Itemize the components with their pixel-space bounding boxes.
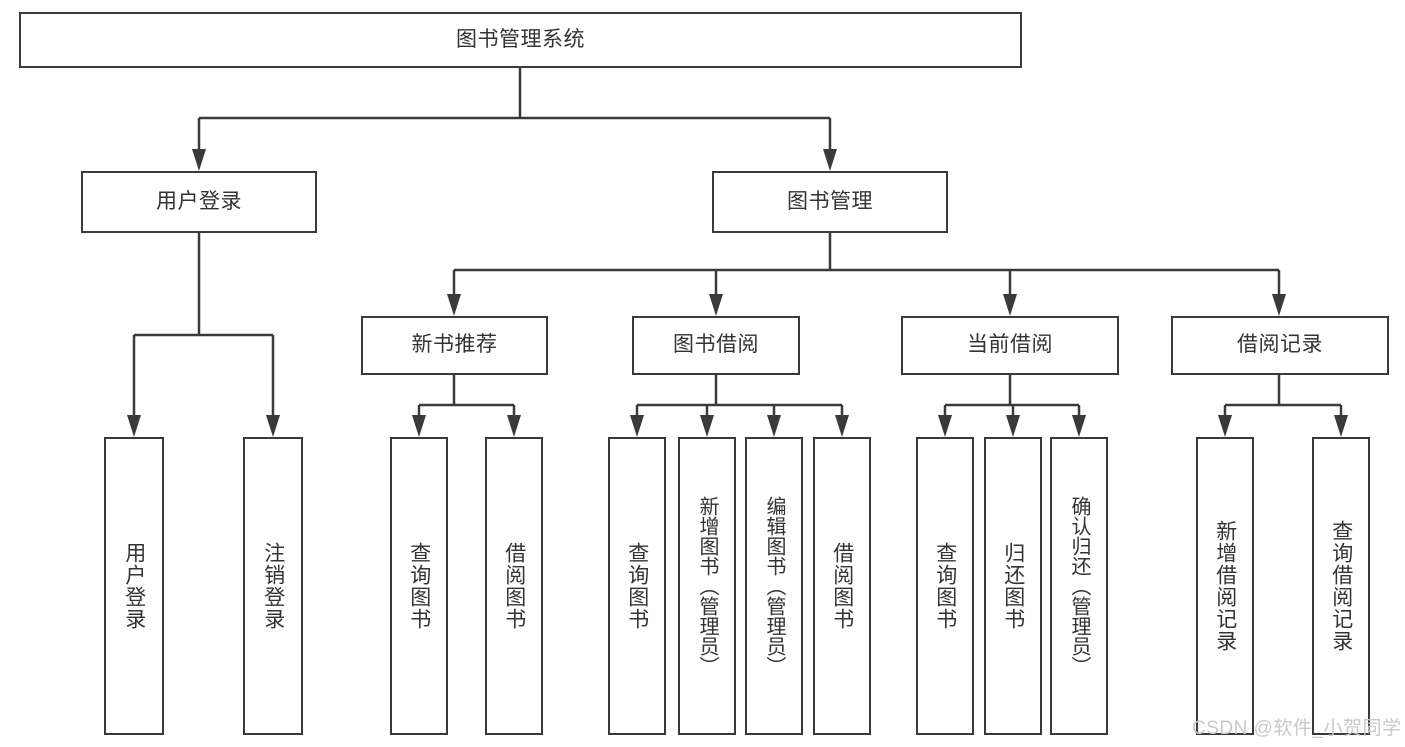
node-leaf-9-label: 归还图书 [1001, 542, 1025, 630]
node-leaf-4[interactable]: 查询图书 [608, 437, 666, 735]
node-level2-0[interactable]: 新书推荐 [361, 316, 548, 375]
node-leaf-3[interactable]: 借阅图书 [485, 437, 543, 735]
node-level2-3-label: 借阅记录 [1237, 333, 1323, 357]
node-leaf-1[interactable]: 注销登录 [243, 437, 303, 735]
node-leaf-0-label: 用户登录 [122, 542, 146, 630]
node-level1-0-label: 用户登录 [156, 189, 242, 213]
node-leaf-5[interactable]: 新增图书（管理员） [678, 437, 736, 735]
node-leaf-7[interactable]: 借阅图书 [813, 437, 871, 735]
node-leaf-10[interactable]: 确认归还（管理员） [1050, 437, 1108, 735]
node-root-title[interactable]: 图书管理系统 [19, 12, 1022, 68]
node-leaf-3-label: 借阅图书 [502, 542, 526, 630]
node-leaf-9[interactable]: 归还图书 [984, 437, 1042, 735]
node-leaf-1-label: 注销登录 [261, 542, 285, 630]
node-leaf-8-label: 查询图书 [933, 542, 957, 630]
node-level1-1[interactable]: 图书管理 [712, 171, 948, 233]
node-leaf-12[interactable]: 查询借阅记录 [1312, 437, 1370, 735]
node-leaf-12-label: 查询借阅记录 [1329, 520, 1353, 652]
node-leaf-0[interactable]: 用户登录 [104, 437, 164, 735]
node-root-title-label: 图书管理系统 [456, 27, 585, 51]
node-leaf-2[interactable]: 查询图书 [390, 437, 448, 735]
node-level2-2-label: 当前借阅 [967, 333, 1053, 357]
node-leaf-2-label: 查询图书 [407, 542, 431, 630]
node-leaf-6[interactable]: 编辑图书（管理员） [745, 437, 803, 735]
node-level1-0[interactable]: 用户登录 [81, 171, 317, 233]
node-leaf-4-label: 查询图书 [625, 542, 649, 630]
node-leaf-5-label: 新增图书（管理员） [696, 496, 718, 676]
node-leaf-8[interactable]: 查询图书 [916, 437, 974, 735]
csdn-watermark: CSDN @软件_小贺同学 [1192, 718, 1402, 739]
node-leaf-7-label: 借阅图书 [830, 542, 854, 630]
node-level2-1[interactable]: 图书借阅 [632, 316, 800, 375]
node-leaf-11-label: 新增借阅记录 [1213, 520, 1237, 652]
node-leaf-10-label: 确认归还（管理员） [1068, 496, 1090, 676]
node-level2-2[interactable]: 当前借阅 [901, 316, 1119, 375]
node-leaf-6-label: 编辑图书（管理员） [763, 496, 785, 676]
node-leaf-11[interactable]: 新增借阅记录 [1196, 437, 1254, 735]
node-level2-3[interactable]: 借阅记录 [1171, 316, 1389, 375]
node-level2-1-label: 图书借阅 [673, 333, 759, 357]
node-level2-0-label: 新书推荐 [411, 333, 498, 357]
node-level1-1-label: 图书管理 [787, 189, 873, 213]
